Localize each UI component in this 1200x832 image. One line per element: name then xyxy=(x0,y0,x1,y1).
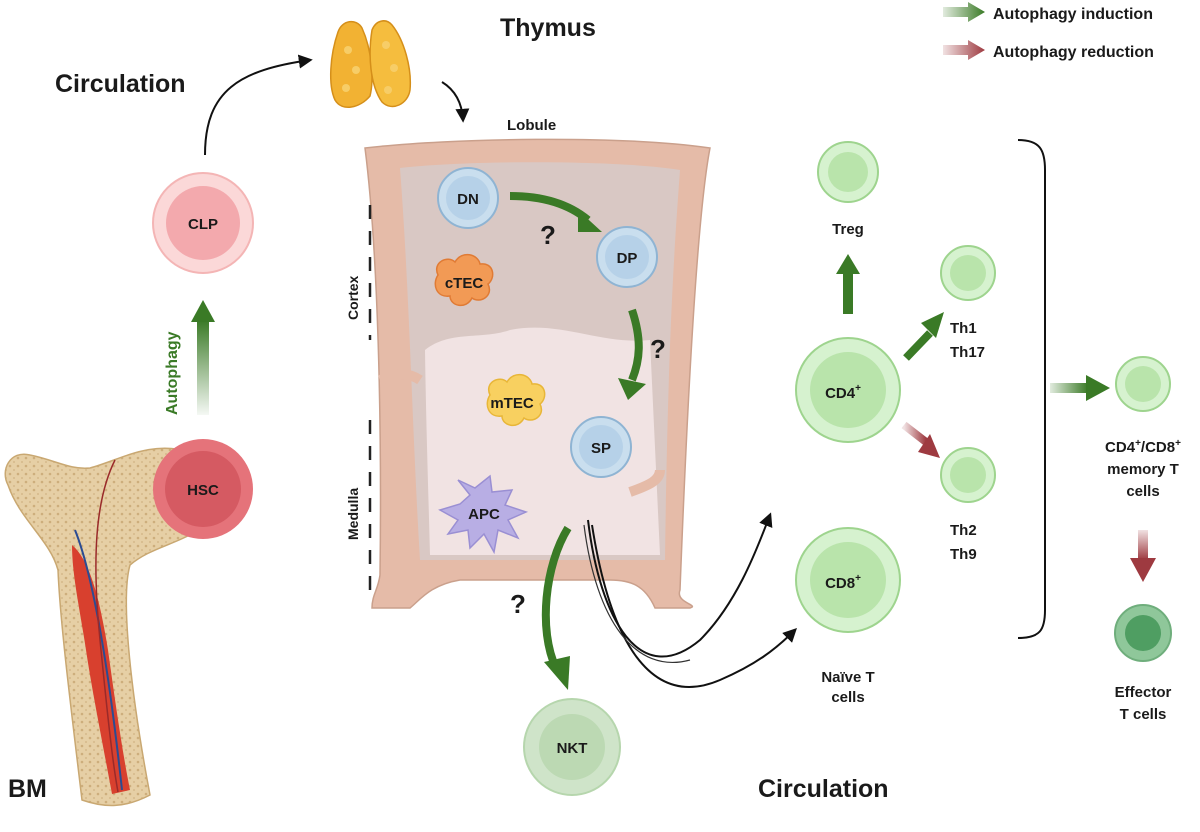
svg-text:DN: DN xyxy=(457,191,479,208)
th17-label: Th17 xyxy=(950,344,985,361)
svg-text:CD4+: CD4+ xyxy=(825,383,861,402)
effector-label-line1: Effector xyxy=(1115,684,1172,701)
dp-cell: DP xyxy=(596,226,658,288)
thymus-organ-icon xyxy=(329,20,412,108)
sp-to-nkt-arrow xyxy=(541,525,572,690)
thymus-to-lobule-arrow xyxy=(441,81,470,123)
svg-text:CD8+: CD8+ xyxy=(825,573,861,592)
svg-text:SP: SP xyxy=(591,440,611,457)
legend-reduction: Autophagy reduction xyxy=(943,40,1154,61)
legend-reduction-label: Autophagy reduction xyxy=(993,44,1154,61)
th1-label: Th1 xyxy=(950,320,977,337)
cd8-plus: + xyxy=(855,573,861,584)
th9-label: Th9 xyxy=(950,546,977,563)
naive-label-line2: cells xyxy=(831,689,864,706)
lobule-label: Lobule xyxy=(507,117,556,134)
sp-to-cd4-arrow xyxy=(587,512,773,658)
bone-marrow-icon xyxy=(4,447,220,807)
memory-label-line2: memory T xyxy=(1107,461,1179,478)
th2-label: Th2 xyxy=(950,522,977,539)
mtec-cell: mTEC xyxy=(486,373,546,427)
bm-title: BM xyxy=(8,775,47,803)
medulla-label: Medulla xyxy=(345,488,361,540)
svg-text:mTEC: mTEC xyxy=(490,395,534,412)
circulation-top-title: Circulation xyxy=(55,70,186,98)
clp-to-thymus-arrow xyxy=(204,54,313,156)
hsc-cell: HSC xyxy=(153,439,253,539)
treg-label: Treg xyxy=(832,221,864,238)
question-mark-1: ? xyxy=(540,220,556,250)
cd4-cell: CD4+ xyxy=(795,337,901,443)
thymus-title: Thymus xyxy=(500,14,596,42)
question-mark-2: ? xyxy=(650,334,666,364)
legend-induction: Autophagy induction xyxy=(943,2,1153,23)
svg-text:cTEC: cTEC xyxy=(445,275,484,292)
legend: Autophagy induction Autophagy reduction xyxy=(943,2,1154,61)
green-arrow-icon xyxy=(943,2,985,22)
cd8-cell: CD8+ xyxy=(795,527,901,633)
dn-to-dp-arrow xyxy=(509,192,602,232)
autophagy-up-arrow-shaft xyxy=(197,320,209,415)
effector-label-line2: T cells xyxy=(1120,706,1167,723)
autophagy-up-arrow-head xyxy=(191,300,215,322)
svg-text:HSC: HSC xyxy=(187,482,219,499)
memory-label-line1: CD4+/CD8+ xyxy=(1105,438,1181,456)
subset-bracket xyxy=(1017,139,1046,639)
cd8-label: CD8 xyxy=(825,575,855,592)
cd4-to-th2-arrow xyxy=(901,421,940,458)
to-memory-arrow xyxy=(1050,375,1110,401)
svg-text:DP: DP xyxy=(617,250,638,267)
red-arrow-icon xyxy=(943,40,985,60)
circulation-bottom-title: Circulation xyxy=(758,775,889,803)
treg-cell xyxy=(817,141,879,203)
memory-to-effector-arrow xyxy=(1130,530,1156,582)
th1-th17-cell xyxy=(940,245,996,301)
naive-label-line1: Naïve T xyxy=(821,669,874,686)
cd4-label: CD4 xyxy=(825,385,856,402)
sp-arrow-shadow xyxy=(583,524,691,663)
dn-cell: DN xyxy=(437,167,499,229)
cd4-plus: + xyxy=(855,383,861,394)
cd4-to-treg-arrow xyxy=(836,254,860,314)
cortex-label: Cortex xyxy=(345,275,361,320)
ctec-cell: cTEC xyxy=(434,253,494,307)
svg-text:APC: APC xyxy=(468,506,500,523)
legend-induction-label: Autophagy induction xyxy=(993,6,1153,23)
effector-t-cell xyxy=(1114,604,1172,662)
th2-th9-cell xyxy=(940,447,996,503)
question-mark-3: ? xyxy=(510,589,526,619)
dp-to-sp-arrow xyxy=(618,308,646,400)
svg-text:CLP: CLP xyxy=(188,216,218,233)
sp-cell: SP xyxy=(570,416,632,478)
nkt-cell: NKT xyxy=(523,698,621,796)
svg-text:NKT: NKT xyxy=(557,740,588,757)
memory-label-line3: cells xyxy=(1126,483,1159,500)
autophagy-label: Autophagy xyxy=(164,331,181,415)
memory-t-cell xyxy=(1115,356,1171,412)
cd4-to-th1-arrow xyxy=(903,312,944,361)
sp-to-cd8-arrow xyxy=(591,524,797,688)
clp-cell: CLP xyxy=(152,172,254,274)
apc-cell: APC xyxy=(438,474,529,555)
